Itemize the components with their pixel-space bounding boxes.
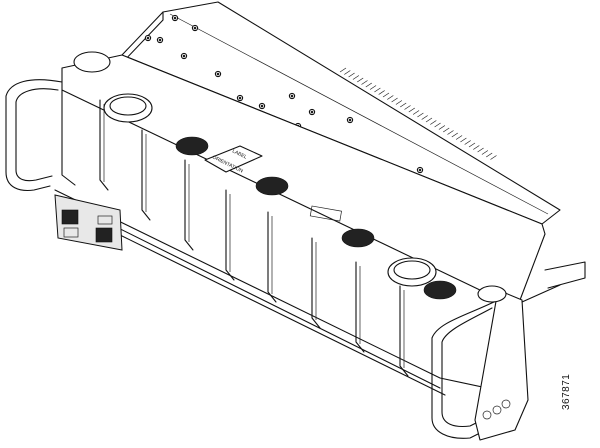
fin <box>477 147 484 153</box>
fin <box>378 90 385 95</box>
top-cover-plate <box>121 1 561 225</box>
fin <box>357 77 364 83</box>
fan-label-discs <box>175 136 457 300</box>
fin <box>455 135 463 140</box>
fin <box>412 110 420 115</box>
fin <box>404 105 411 110</box>
divider-2 <box>184 159 194 251</box>
divider-6 <box>355 261 365 353</box>
divider-0 <box>99 99 109 191</box>
heatsink-fins <box>339 67 497 160</box>
fin <box>365 82 372 88</box>
screw-center <box>216 72 220 76</box>
divider-4 <box>267 211 277 303</box>
fin <box>481 150 489 155</box>
fin <box>425 117 433 123</box>
left-handle <box>5 79 63 192</box>
screw-center <box>310 110 314 114</box>
fin <box>374 87 381 93</box>
screw-center <box>173 16 177 20</box>
divider-1 <box>141 129 151 221</box>
fin <box>391 97 398 103</box>
fin <box>460 137 467 143</box>
fin <box>408 107 415 113</box>
fin <box>468 142 476 148</box>
fin <box>486 152 493 158</box>
screw-center <box>146 36 150 40</box>
divider-3 <box>225 189 235 281</box>
fin <box>430 120 437 125</box>
screw-center <box>193 26 197 30</box>
fin <box>395 100 403 105</box>
rj45-port-2 <box>95 227 113 243</box>
fin <box>369 85 377 90</box>
fin <box>473 145 480 150</box>
screw-center <box>238 96 242 100</box>
figure-id-number: 367871 <box>561 373 572 410</box>
fin <box>339 67 347 73</box>
fin <box>387 95 394 100</box>
fin <box>421 115 428 120</box>
screw-center <box>348 118 352 122</box>
divider-7 <box>399 285 409 377</box>
fin <box>490 155 497 160</box>
fin <box>352 75 360 80</box>
screw-center <box>418 168 422 172</box>
bay-dividers <box>99 99 409 377</box>
fin <box>443 127 450 133</box>
fin <box>417 112 424 118</box>
right-handle <box>431 299 499 439</box>
fin <box>344 70 351 75</box>
fin <box>400 102 407 108</box>
divider-5 <box>311 237 321 329</box>
screw-center <box>182 54 186 58</box>
fin <box>382 92 390 98</box>
screw-center <box>290 94 294 98</box>
thumb-rings <box>73 51 507 303</box>
rj45-port-1 <box>61 209 79 225</box>
fin <box>447 130 454 135</box>
fin <box>348 72 355 78</box>
fin <box>434 122 441 128</box>
screw-center <box>260 104 264 108</box>
fin <box>438 125 446 130</box>
fin <box>361 80 368 85</box>
fin <box>464 140 471 145</box>
screw-center <box>158 38 162 42</box>
fin <box>451 132 458 138</box>
right-end-bracket <box>474 261 586 441</box>
